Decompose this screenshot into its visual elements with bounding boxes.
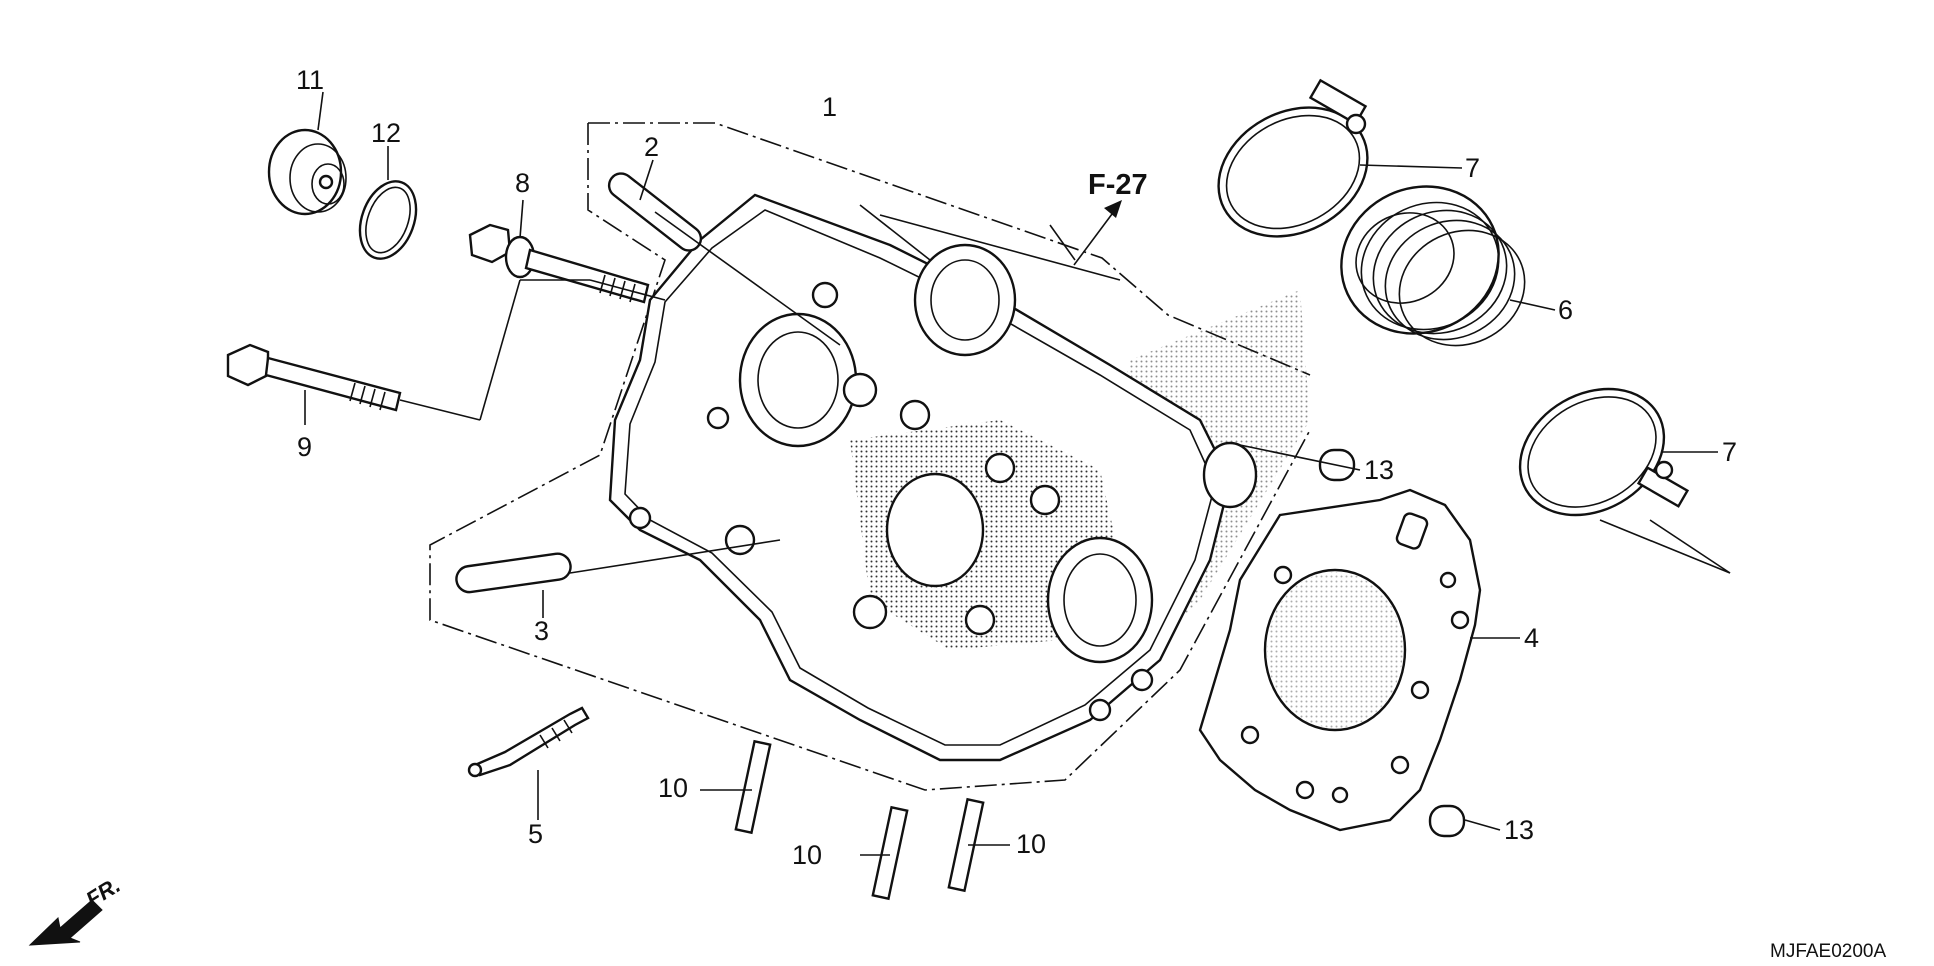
callout-10c: 10 — [1016, 829, 1046, 859]
intake-boot — [1340, 185, 1526, 347]
callout-12: 12 — [371, 118, 401, 148]
callout-4: 4 — [1524, 623, 1539, 653]
callout-7a: 7 — [1465, 153, 1480, 183]
stud-bolts-10 — [734, 739, 985, 901]
dowel-pins-13 — [1318, 448, 1466, 838]
callout-5: 5 — [528, 819, 543, 849]
head-gasket — [1198, 488, 1482, 832]
cylinder-head — [608, 193, 1258, 762]
front-direction-arrow: FR. — [28, 872, 125, 946]
callout-1: 1 — [822, 92, 837, 122]
callout-11: 11 — [296, 65, 324, 95]
bolt-9 — [226, 343, 402, 412]
callout-8: 8 — [515, 168, 530, 198]
bolt-8 — [468, 223, 650, 304]
plug-cap-11 — [267, 128, 347, 216]
hose-clamp-lower — [1518, 387, 1690, 517]
callout-10b: 10 — [792, 840, 822, 870]
reference-arrow — [1073, 200, 1122, 266]
callout-6: 6 — [1558, 295, 1573, 325]
callout-10a: 10 — [658, 773, 688, 803]
diagram-code: MJFAE0200A — [1770, 941, 1886, 962]
dowel-pin-3 — [455, 552, 572, 594]
spark-plug-5 — [467, 706, 590, 778]
callout-13b: 13 — [1504, 815, 1534, 845]
callout-7b: 7 — [1722, 437, 1737, 467]
leader-lines — [304, 91, 1731, 856]
callout-13a: 13 — [1364, 455, 1394, 485]
callout-9: 9 — [297, 432, 312, 462]
callout-2: 2 — [644, 132, 659, 162]
reference-label: F-27 — [1088, 169, 1148, 201]
hose-clamp-upper — [1217, 78, 1369, 238]
o-ring-12 — [358, 180, 418, 260]
callout-3: 3 — [534, 616, 549, 646]
